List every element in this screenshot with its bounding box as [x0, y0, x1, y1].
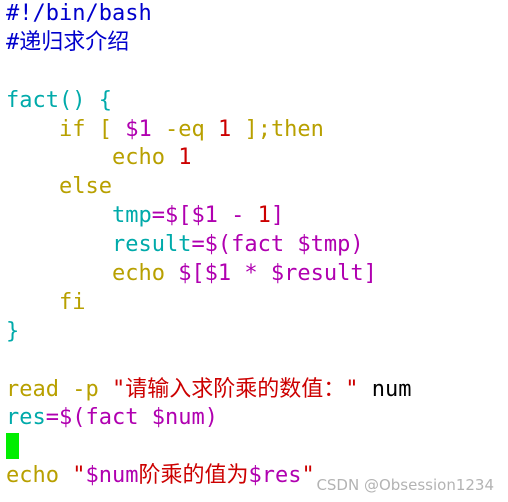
code-token: read -p — [6, 376, 112, 402]
code-token: fact() { — [6, 87, 112, 113]
code-token: =$(fact $tmp) — [191, 232, 364, 258]
code-line[interactable]: fi — [6, 289, 506, 318]
code-line[interactable] — [6, 58, 506, 87]
code-token: " — [72, 463, 86, 489]
code-line[interactable]: #!/bin/bash — [6, 0, 506, 29]
code-token: else — [6, 174, 112, 200]
code-token: =$[$1 - — [151, 203, 258, 229]
code-token: ] — [270, 203, 285, 229]
code-token: tmp — [6, 203, 152, 229]
code-line[interactable]: echo "$num阶乘的值为$res" — [6, 462, 506, 491]
code-token: =$(fact $num) — [45, 405, 218, 431]
code-token: #!/bin/bash — [6, 1, 152, 26]
code-line[interactable] — [6, 347, 506, 376]
code-token: 1 — [257, 203, 271, 229]
code-token: #递归求介绍 — [6, 29, 130, 55]
code-token: fi — [6, 289, 86, 315]
code-token: $1 — [125, 116, 152, 142]
code-line[interactable]: res=$(fact $num) — [6, 404, 506, 433]
code-token: $res — [248, 463, 302, 489]
code-token: num — [358, 376, 412, 402]
code-token: } — [6, 318, 20, 344]
code-token: res — [6, 405, 46, 431]
code-token: " — [301, 463, 315, 489]
code-token: -eq — [151, 116, 218, 142]
code-line[interactable]: #递归求介绍 — [6, 29, 506, 58]
code-line[interactable]: echo 1 — [6, 144, 506, 173]
code-line[interactable]: tmp=$[$1 - 1] — [6, 202, 506, 231]
text-cursor — [6, 433, 19, 460]
code-line[interactable]: else — [6, 173, 506, 202]
code-token: $num — [85, 463, 139, 489]
code-editor[interactable]: #!/bin/bash #递归求介绍 fact() { if [ $1 -eq 1… — [6, 0, 506, 502]
code-token: 阶乘的值为 — [138, 463, 249, 489]
code-token: echo — [6, 463, 73, 489]
watermark-text: CSDN @Obsession1234 — [316, 476, 494, 494]
code-line[interactable]: result=$(fact $tmp) — [6, 231, 506, 260]
code-token: result — [6, 232, 192, 258]
code-token: 1 — [217, 116, 232, 142]
code-token: ];then — [231, 116, 324, 142]
code-token: echo — [6, 261, 179, 287]
code-token: $[$1 * $result] — [178, 261, 377, 287]
code-line[interactable]: } — [6, 318, 506, 347]
code-token: if [ — [6, 116, 126, 142]
code-line[interactable]: fact() { — [6, 87, 506, 116]
code-line[interactable]: read -p "请输入求阶乘的数值：" num — [6, 376, 506, 405]
code-line[interactable]: if [ $1 -eq 1 ];then — [6, 116, 506, 145]
code-line[interactable] — [6, 433, 506, 462]
code-token: 1 — [178, 145, 192, 171]
code-token: echo — [6, 145, 179, 171]
code-line[interactable]: echo $[$1 * $result] — [6, 260, 506, 289]
code-token: "请输入求阶乘的数值：" — [111, 376, 359, 402]
